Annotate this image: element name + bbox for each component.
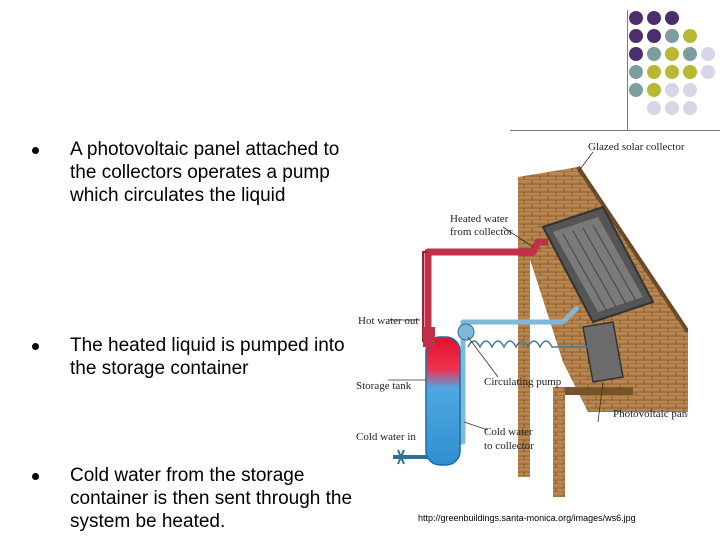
label-cold-water: Cold water (484, 426, 533, 438)
bullet-item: Cold water from the storage container is… (30, 464, 360, 533)
decorative-vertical-rule (627, 10, 628, 130)
bullet-text: A photovoltaic panel attached to the col… (70, 139, 340, 206)
decorative-dot-grid (629, 11, 715, 115)
bullet-item: The heated liquid is pumped into the sto… (30, 334, 360, 380)
storage-tank (423, 327, 461, 466)
decorative-horizontal-rule (510, 130, 720, 131)
label-heated-water: Heated water (450, 213, 509, 225)
label-photovoltaic-panel: Photovoltaic panel (613, 408, 688, 420)
label-to-collector: to collector (484, 440, 534, 452)
label-storage-tank: Storage tank (356, 380, 412, 392)
image-source-caption: http://greenbuildings.santa-monica.org/i… (418, 513, 636, 523)
hot-water-pipe (424, 238, 548, 332)
wall-ledge (563, 387, 633, 395)
label-from-collector: from collector (450, 226, 513, 238)
label-circulating-pump: Circulating pump (484, 376, 562, 388)
photovoltaic-panel (582, 321, 624, 383)
bullet-item: A photovoltaic panel attached to the col… (30, 138, 360, 207)
circulating-pump (457, 323, 475, 341)
glazed-solar-collector (541, 205, 655, 324)
label-hot-water-out: Hot water out (358, 315, 418, 327)
bullet-text: The heated liquid is pumped into the sto… (70, 335, 345, 379)
bullet-text: Cold water from the storage container is… (70, 465, 353, 532)
label-cold-water-in: Cold water in (356, 431, 416, 443)
cold-water-pipe (458, 305, 580, 445)
pv-wire (467, 340, 588, 349)
bullet-dot-icon (32, 343, 39, 350)
bullet-dot-icon (32, 147, 39, 154)
bullet-list: A photovoltaic panel attached to the col… (30, 138, 360, 532)
solar-water-heater-diagram: Glazed solar collector Heated water from… (356, 141, 688, 497)
label-glazed-collector: Glazed solar collector (588, 141, 685, 153)
bullet-dot-icon (32, 473, 39, 480)
